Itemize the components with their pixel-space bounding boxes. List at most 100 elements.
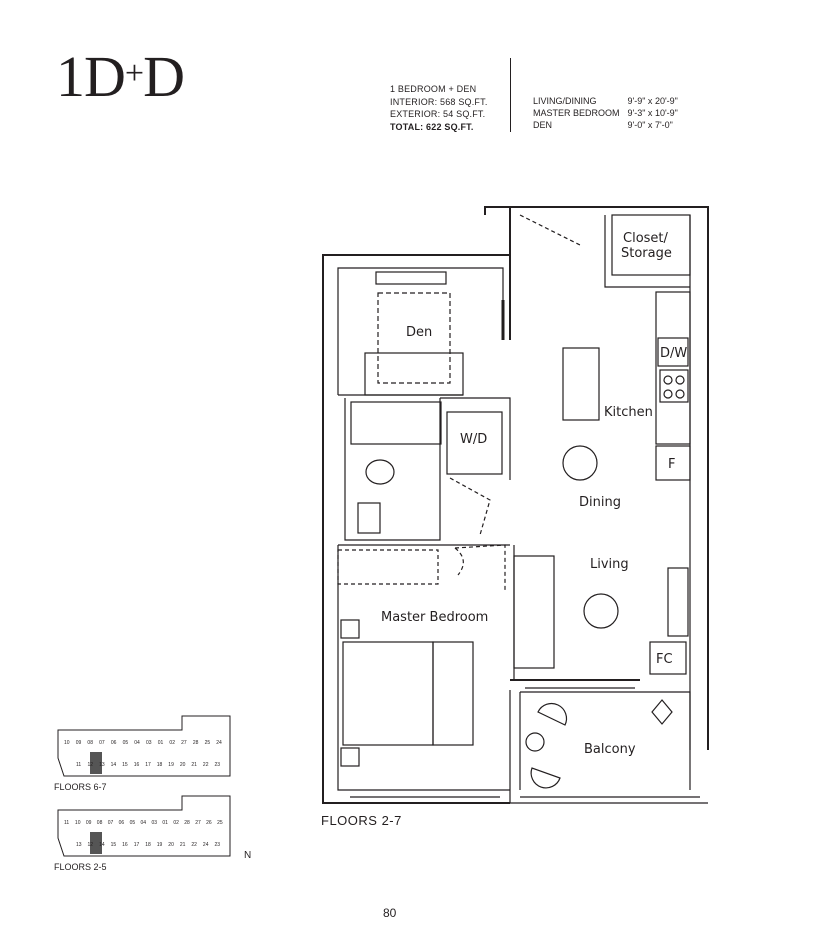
keyplan-unit-number: 22 <box>203 762 209 768</box>
keyplan-unit-number: 17 <box>134 842 140 848</box>
keyplan-unit-number: 27 <box>195 820 201 826</box>
keyplan-unit-number: 08 <box>97 820 103 826</box>
interior-area: INTERIOR: 568 SQ.FT. <box>390 96 488 107</box>
keyplan-unit-number: 28 <box>193 740 199 746</box>
keyplan-unit-number: 16 <box>122 842 128 848</box>
room-label-fridge: F <box>668 457 675 472</box>
room-size: 9'-3" x 10'-9" <box>627 108 678 118</box>
room-label-balcony: Balcony <box>584 742 636 757</box>
keyplan-unit-number: 11 <box>64 820 69 826</box>
keyplan-unit-number: 15 <box>122 762 128 768</box>
north-arrow: N <box>244 850 251 861</box>
keyplan-unit-number: 02 <box>173 820 179 826</box>
keyplan-unit-number: 03 <box>151 820 157 826</box>
keyplan-unit-number: 12 <box>88 842 94 848</box>
keyplan: 10 09 08 07 06 05 04 03 01 02 27 28 25 24 11 12 13 14 15 16… <box>57 715 231 777</box>
keyplan-unit-number: 13 <box>99 762 105 768</box>
room-label-master-bedroom: Master Bedroom <box>381 610 488 625</box>
room-size: 9'-0" x 7'-0" <box>627 120 673 130</box>
keyplan-unit-number: 09 <box>76 740 82 746</box>
room-labels: Closet/ Storage Den D/W Kitchen W/D F Di… <box>381 231 687 757</box>
dimension-row: MASTER BEDROOM 9'-3" x 10'-9" <box>533 107 686 119</box>
keyplan-unit-number: 20 <box>168 842 174 848</box>
keyplan-highlighted-unit <box>90 752 102 774</box>
keyplan-unit-number: 04 <box>134 740 140 746</box>
keyplan-unit-number: 19 <box>168 762 174 768</box>
keyplan-unit-number: 04 <box>141 820 147 826</box>
keyplan-unit-number: 14 <box>111 762 117 768</box>
walls <box>322 206 709 804</box>
keyplan-unit-number: 08 <box>87 740 93 746</box>
keyplan-unit-number: 01 <box>158 740 164 746</box>
keyplan-unit-number: 19 <box>157 842 163 848</box>
keyplan-unit-number: 06 <box>119 820 125 826</box>
keyplan-unit-number: 17 <box>145 762 151 768</box>
exterior-area: EXTERIOR: 54 SQ.FT. <box>390 109 486 119</box>
room-name: MASTER BEDROOM <box>533 108 620 118</box>
keyplan-unit-number: 16 <box>134 762 140 768</box>
room-label-den: Den <box>406 325 432 340</box>
keyplan-unit-number: 06 <box>111 740 117 746</box>
room-label-dining: Dining <box>579 495 621 510</box>
room-label-living: Living <box>590 557 629 572</box>
keyplan-unit-number: 09 <box>86 820 92 826</box>
plan-floors-label: FLOORS 2-7 <box>321 813 402 828</box>
keyplan-unit-number: 18 <box>157 762 163 768</box>
room-name: DEN <box>533 120 553 130</box>
keyplan-unit-number: 24 <box>216 740 222 746</box>
keyplan: 11 10 09 08 07 06 05 04 03 01 02 28 27 26 25 13 12 14 15 16… <box>57 795 231 857</box>
keyplan-unit-number: 01 <box>162 820 168 826</box>
keyplan-outline <box>57 795 231 857</box>
keyplan-unit-number: 18 <box>145 842 151 848</box>
keyplan-unit-number: 28 <box>184 820 190 826</box>
keyplan-outline <box>57 715 231 777</box>
keyplan-unit-number: 20 <box>180 762 186 768</box>
keyplan-unit-number: 24 <box>203 842 209 848</box>
room-name: LIVING/DINING <box>533 96 597 106</box>
keyplan-unit-number: 03 <box>146 740 152 746</box>
keyplan-unit-number: 27 <box>181 740 187 746</box>
divider <box>510 58 511 132</box>
keyplan-unit-number: 25 <box>205 740 211 746</box>
room-label-storage: Storage <box>621 246 672 261</box>
room-label-closet: Closet/ <box>623 231 669 246</box>
keyplan-label: FLOORS 2-5 <box>54 862 107 872</box>
unit-title: 1D+D <box>56 48 185 106</box>
unit-plus: + <box>124 55 144 92</box>
room-label-fan-coil: FC <box>656 652 673 667</box>
unit-type: 1 BEDROOM + DEN <box>390 84 477 94</box>
keyplan-unit-number: 11 <box>76 762 81 768</box>
keyplan-label: FLOORS 6-7 <box>54 782 107 792</box>
keyplan-unit-number: 14 <box>99 842 105 848</box>
keyplan-unit-number: 15 <box>111 842 117 848</box>
keyplan-unit-number: 10 <box>64 740 70 746</box>
keyplan-unit-number: 26 <box>206 820 212 826</box>
keyplan-unit-number: 13 <box>76 842 82 848</box>
keyplan-unit-number: 12 <box>88 762 94 768</box>
room-size: 9'-9" x 20'-9" <box>627 96 678 106</box>
keyplan-unit-number: 25 <box>217 820 223 826</box>
dimension-row: DEN 9'-0" x 7'-0" <box>533 119 686 131</box>
unit-suffix: D <box>143 44 185 109</box>
keyplan-unit-number: 23 <box>214 762 220 768</box>
keyplan-unit-number: 10 <box>75 820 81 826</box>
area-summary: 1 BEDROOM + DEN INTERIOR: 568 SQ.FT. EXT… <box>390 83 488 133</box>
keyplan-unit-number: 02 <box>169 740 175 746</box>
keyplan-unit-number: 05 <box>130 820 136 826</box>
room-label-kitchen: Kitchen <box>604 405 653 420</box>
keyplan-unit-number: 21 <box>180 842 186 848</box>
total-area: TOTAL: 622 SQ.FT. <box>390 121 474 132</box>
keyplan-highlighted-unit <box>90 832 102 854</box>
keyplan-unit-number: 07 <box>108 820 114 826</box>
page-number: 80 <box>383 906 397 920</box>
keyplan-unit-number: 05 <box>123 740 129 746</box>
keyplans: 10 09 08 07 06 05 04 03 01 02 27 28 25 24 11 12 13 14 15 16… <box>57 715 231 857</box>
room-label-dishwasher: D/W <box>660 346 687 361</box>
keyplan-unit-number: 22 <box>191 842 197 848</box>
room-dimensions: LIVING/DINING 9'-9" x 20'-9" MASTER BEDRO… <box>533 95 686 131</box>
dimension-row: LIVING/DINING 9'-9" x 20'-9" <box>533 95 686 107</box>
keyplan-unit-number: 23 <box>214 842 220 848</box>
keyplan-unit-number: 21 <box>191 762 197 768</box>
keyplan-unit-number: 07 <box>99 740 105 746</box>
